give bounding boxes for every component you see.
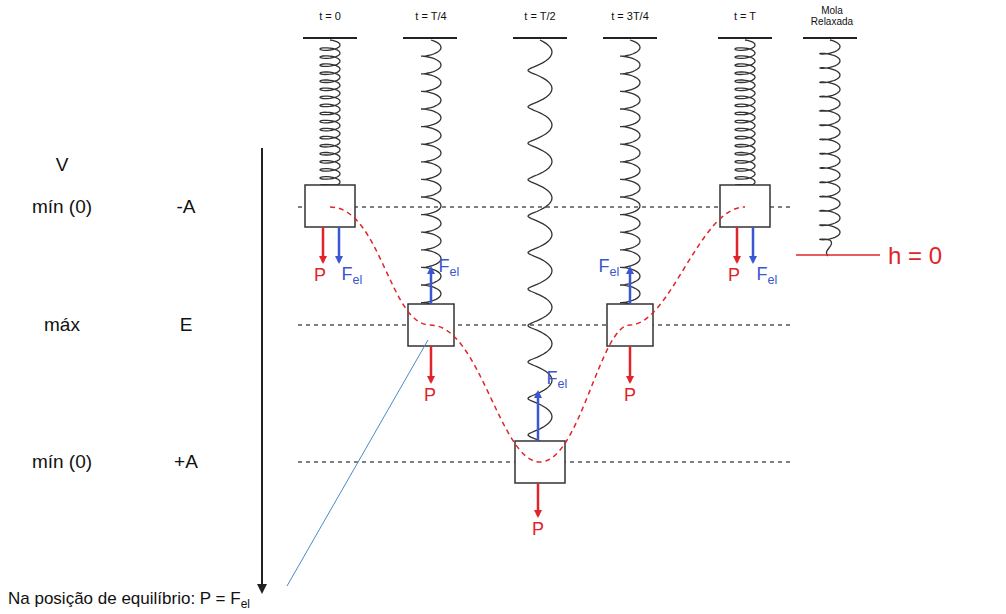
spring-coil <box>620 40 640 304</box>
force-label: Fel <box>547 369 568 392</box>
time-label: t = 3T/4 <box>611 10 649 22</box>
axis-arrow <box>261 148 263 592</box>
force-label: Fel <box>599 257 620 280</box>
spring-coil <box>320 40 340 185</box>
reference-label: h = 0 <box>888 243 942 269</box>
springs <box>320 40 840 441</box>
position-label: -A <box>177 197 196 218</box>
velocity-label: mín (0) <box>32 452 92 473</box>
trajectory-curve <box>330 207 745 462</box>
spring-coil <box>820 40 840 240</box>
time-label: t = T/4 <box>415 10 446 22</box>
time-label: t = T <box>734 10 756 22</box>
time-label: t = T/2 <box>524 10 555 22</box>
force-label: Fel <box>439 257 460 280</box>
position-label: E <box>180 315 193 336</box>
velocity-label: máx <box>44 315 80 336</box>
spring-tail <box>826 240 831 256</box>
force-arrows <box>323 227 753 516</box>
time-label: t = 0 <box>319 10 341 22</box>
spring-coil <box>421 40 441 304</box>
ceilings <box>303 37 857 39</box>
leader-line <box>287 340 428 586</box>
force-label: Fel <box>342 265 363 288</box>
force-label: P <box>424 386 436 406</box>
spring-coil <box>735 40 755 185</box>
zero-level-line <box>796 254 880 256</box>
force-label: P <box>532 520 544 540</box>
position-label: +A <box>174 452 198 473</box>
force-label: P <box>728 266 740 286</box>
state-label: Mola Relaxada <box>807 5 857 27</box>
axis-label: V <box>56 155 69 176</box>
note-text: Na posição de equilíbrio: P = Fel <box>8 590 250 611</box>
force-label: P <box>314 266 326 286</box>
force-label: P <box>624 386 636 406</box>
masses <box>305 185 770 483</box>
velocity-label: mín (0) <box>32 197 92 218</box>
force-label: Fel <box>757 265 778 288</box>
